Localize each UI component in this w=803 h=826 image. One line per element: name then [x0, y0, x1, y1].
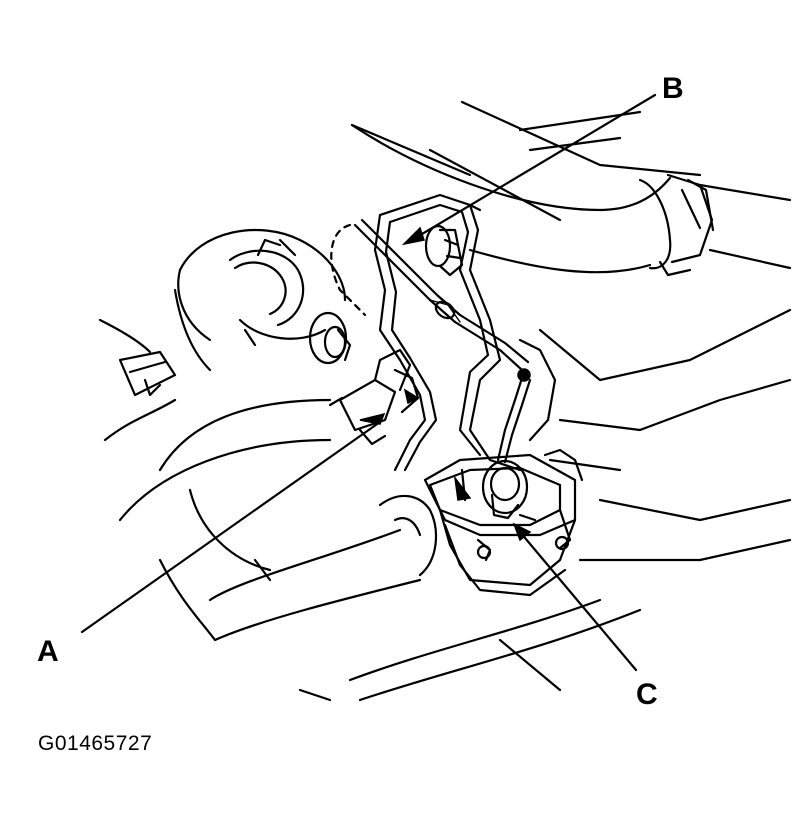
callout-label-c: C — [636, 678, 658, 711]
connector-a — [328, 348, 420, 446]
arrowhead-c — [512, 522, 532, 542]
right-body-lines — [538, 183, 792, 562]
sensor-wire — [353, 218, 532, 464]
left-hose — [177, 228, 347, 347]
arrowhead-b — [401, 226, 425, 246]
upper-background-lines — [350, 100, 702, 222]
figure-id: G01465727 — [38, 732, 153, 755]
lower-hose — [298, 494, 642, 702]
wiring-loom-left — [98, 288, 212, 442]
leader-b — [410, 93, 657, 242]
hidden-outline — [330, 223, 367, 317]
valve-c — [423, 448, 584, 597]
lower-left-hose — [118, 398, 422, 642]
upper-sensor — [424, 224, 464, 277]
leader-a — [80, 420, 382, 634]
left-bolt — [308, 311, 352, 365]
callout-leaders — [80, 93, 657, 672]
callout-label-a: A — [37, 635, 59, 668]
callout-label-b: B — [662, 72, 684, 105]
leader-c — [518, 530, 638, 672]
upper-hose — [350, 123, 715, 277]
bracket — [373, 193, 557, 472]
